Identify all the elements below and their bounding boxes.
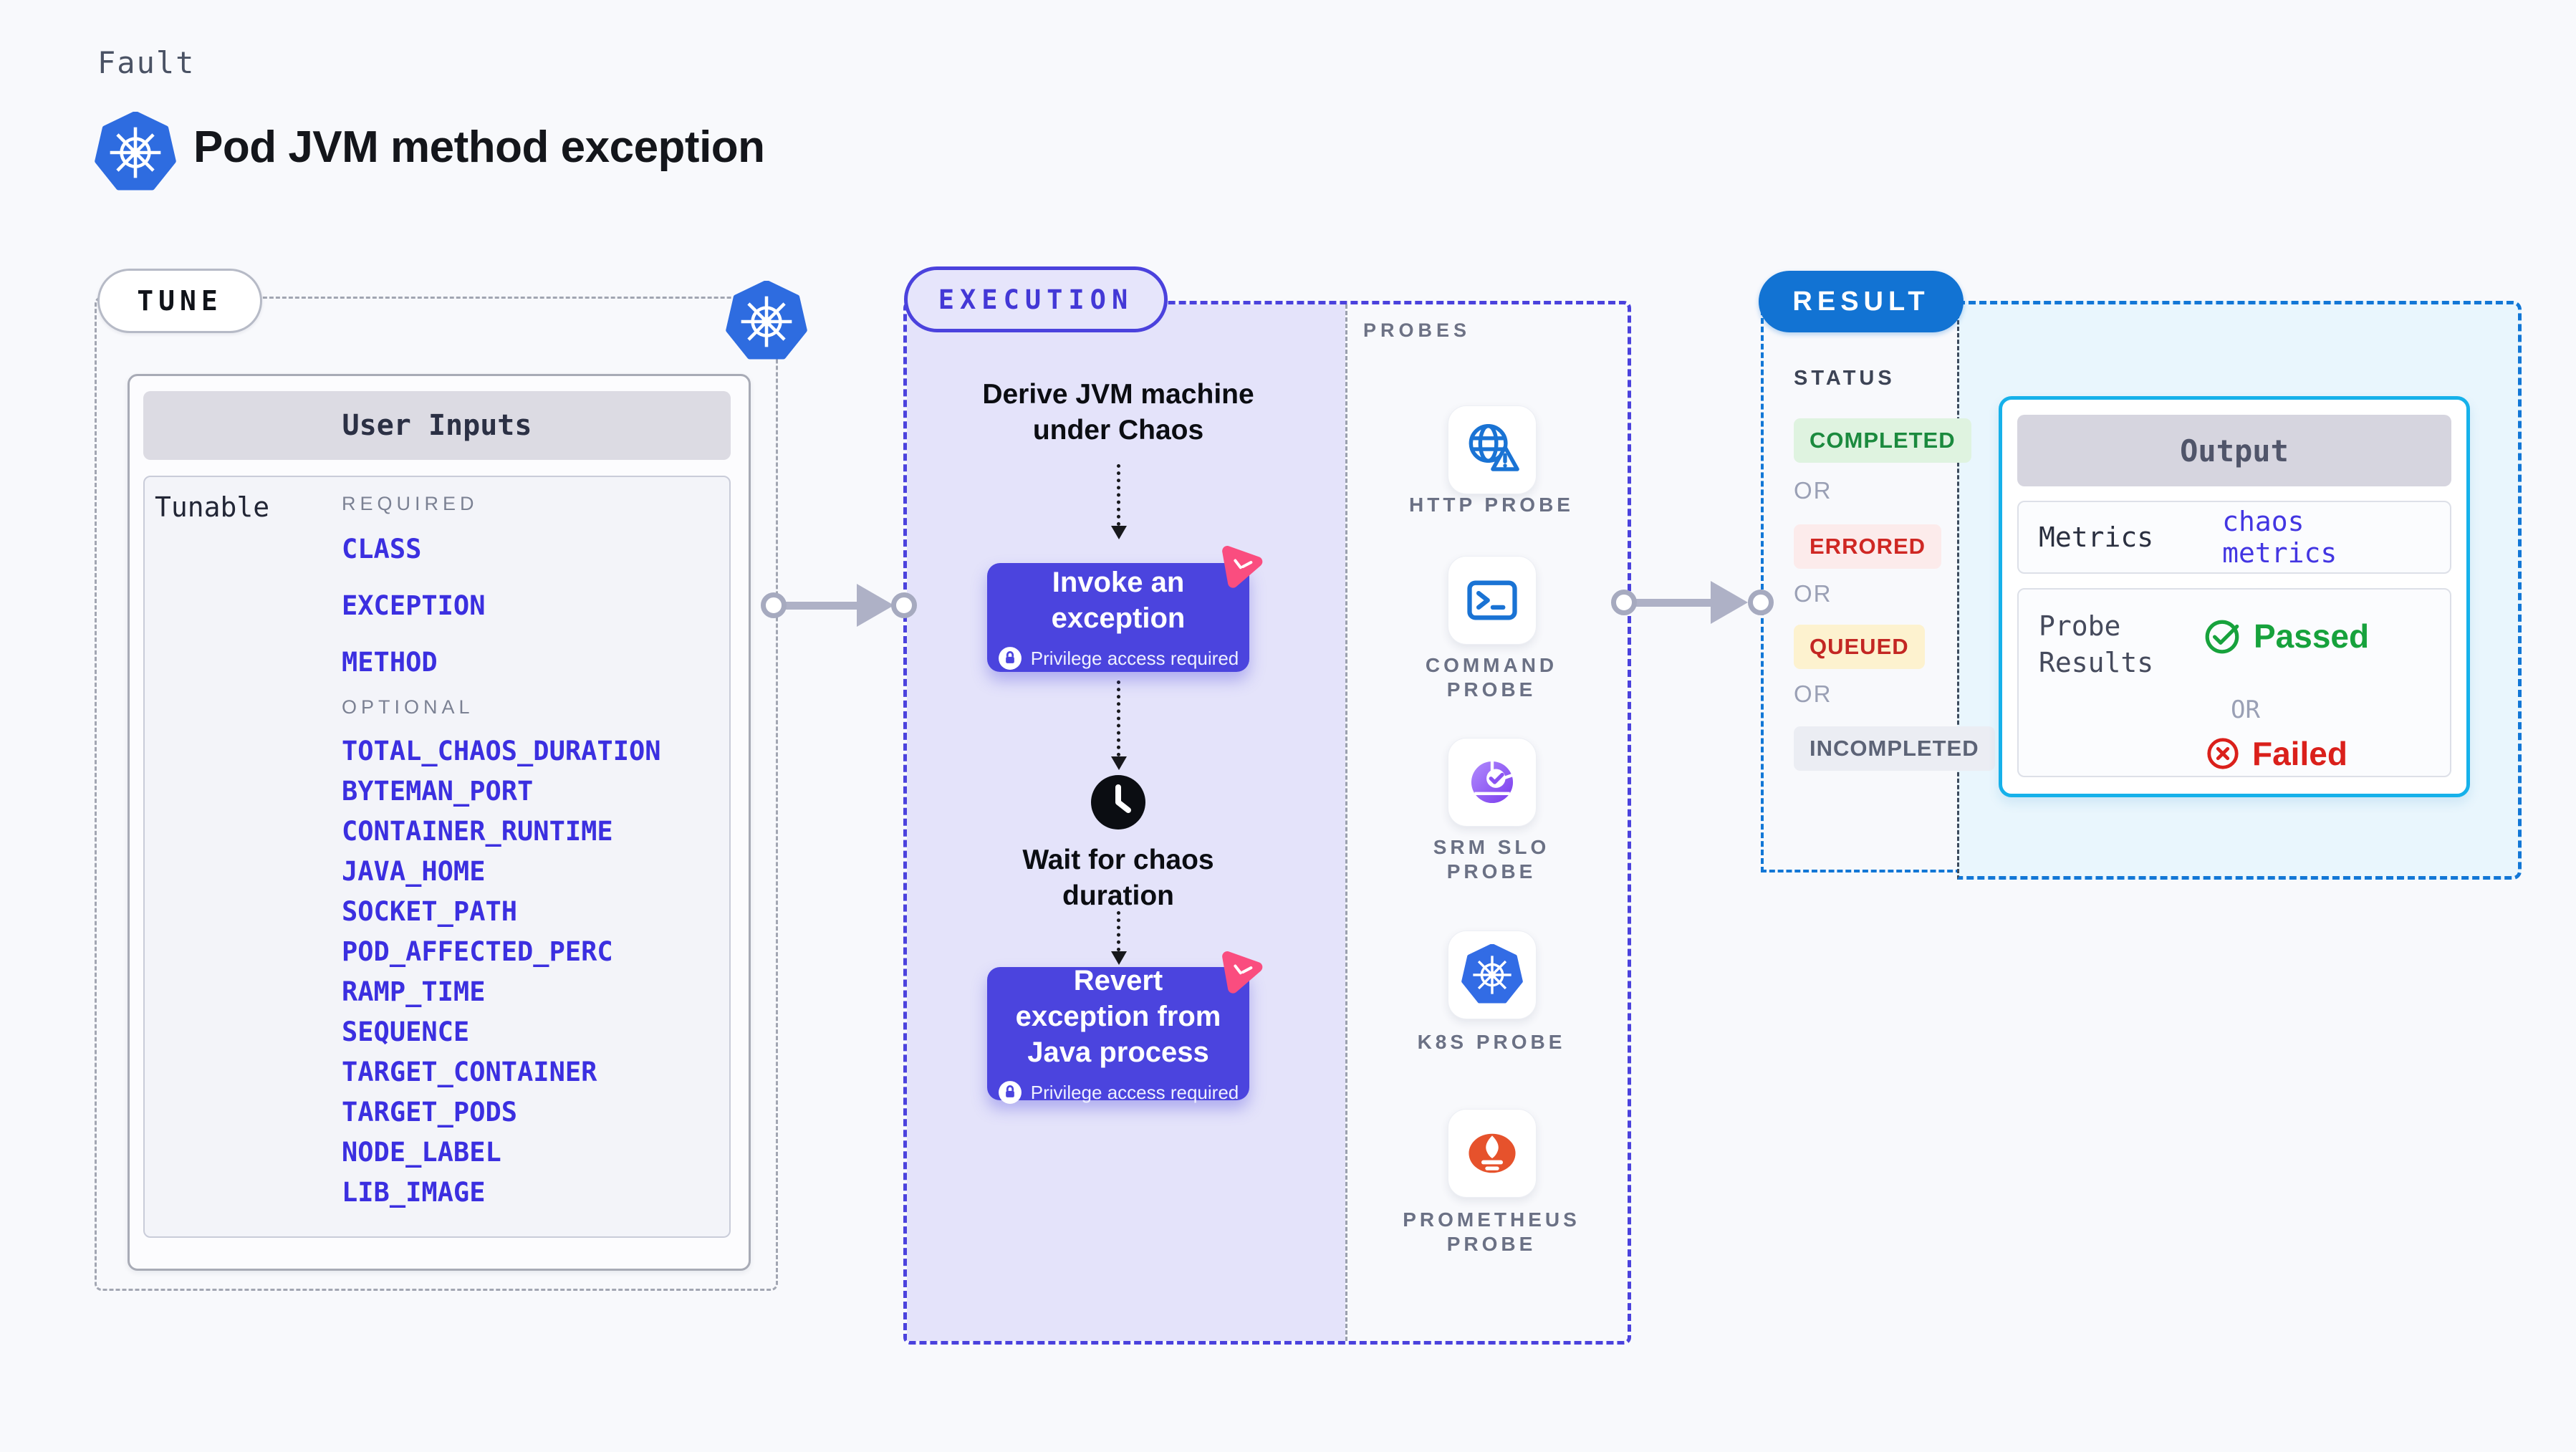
arrowhead-icon	[857, 584, 894, 627]
tunables-panel	[143, 476, 731, 1238]
tunable-link[interactable]: NODE_LABEL	[342, 1137, 501, 1168]
kubernetes-icon	[1461, 944, 1523, 1004]
status-badge-errored: ERRORED	[1794, 524, 1942, 569]
output-card: Output Metrics chaos metrics Probe Resul…	[1999, 396, 2470, 797]
check-circle-icon	[2205, 620, 2239, 654]
tunable-link[interactable]: EXCEPTION	[342, 590, 486, 621]
user-inputs-header: User Inputs	[143, 391, 731, 460]
terminal-icon	[1467, 580, 1517, 620]
privilege-note-text: Privilege access required	[1030, 647, 1239, 669]
passed-result: Passed	[2203, 617, 2369, 655]
privilege-note: Privilege access required	[998, 1080, 1239, 1105]
flow-arrowhead-icon	[1111, 756, 1127, 770]
tunable-link[interactable]: TOTAL_CHAOS_DURATION	[342, 736, 661, 766]
lock-icon	[998, 647, 1022, 670]
or-separator: OR	[1794, 477, 1832, 504]
tunable-link[interactable]: JAVA_HOME	[342, 856, 486, 887]
tunable-link[interactable]: POD_AFFECTED_PERC	[342, 936, 613, 967]
probe-label: SRM SLO PROBE	[1433, 836, 1550, 883]
status-badge-incompleted: INCOMPLETED	[1794, 726, 1995, 771]
metrics-row: Metrics chaos metrics	[2017, 501, 2451, 574]
or-separator: OR	[1794, 681, 1832, 707]
optional-label: OPTIONAL	[342, 696, 474, 718]
tunable-link[interactable]: TARGET_PODS	[342, 1097, 518, 1128]
tunable-link[interactable]: BYTEMAN_PORT	[342, 776, 534, 807]
connector-dot	[761, 592, 787, 618]
connector-dot	[891, 592, 917, 618]
k8s-probe-card	[1448, 931, 1537, 1019]
probe-results-row: Probe Results Passed OR Failed	[2017, 588, 2451, 777]
lock-icon	[998, 1081, 1022, 1104]
litmus-chaos-icon	[1208, 940, 1271, 1003]
status-badge-queued: QUEUED	[1794, 625, 1925, 669]
passed-text: Passed	[2254, 617, 2370, 655]
arrowhead-icon	[1711, 581, 1748, 624]
tunable-link[interactable]: CONTAINER_RUNTIME	[342, 816, 613, 847]
invoke-exception-label: Invoke an exception	[1051, 567, 1186, 634]
slo-gauge-icon	[1471, 759, 1514, 804]
fault-eyebrow: Fault	[97, 45, 196, 80]
tune-kubernetes-icon	[726, 279, 807, 362]
tune-pill: TUNE	[97, 269, 262, 333]
probes-panel	[1345, 304, 1628, 1341]
arrow-execution-to-result	[1630, 599, 1716, 607]
execution-pill: EXECUTION	[904, 266, 1168, 332]
or-separator: OR	[2231, 696, 2260, 724]
tunable-link[interactable]: LIB_IMAGE	[342, 1177, 486, 1208]
tunable-link[interactable]: TARGET_CONTAINER	[342, 1057, 597, 1087]
probe-label: COMMAND PROBE	[1425, 654, 1558, 701]
tunable-link[interactable]: SEQUENCE	[342, 1016, 470, 1047]
probe-label: K8S PROBE	[1417, 1031, 1566, 1053]
metrics-value: chaos metrics	[2222, 506, 2337, 569]
flow-connector	[1117, 464, 1120, 526]
result-pill: RESULT	[1759, 271, 1964, 332]
litmus-chaos-icon	[1208, 534, 1271, 597]
probe-label: HTTP PROBE	[1409, 494, 1574, 516]
tunable-link[interactable]: RAMP_TIME	[342, 976, 486, 1007]
arrow-tune-to-execution	[777, 602, 863, 610]
status-badge-completed: COMPLETED	[1794, 418, 1971, 463]
http-probe-card	[1448, 405, 1537, 494]
failed-text: Failed	[2252, 735, 2347, 772]
flow-arrowhead-icon	[1111, 951, 1127, 965]
required-label: REQUIRED	[342, 493, 479, 514]
required-tunables-list: CLASS EXCEPTION METHOD	[342, 536, 485, 706]
tunable-link[interactable]: METHOD	[342, 647, 438, 678]
probe-results-label: Probe Results	[2039, 610, 2154, 679]
flow-arrowhead-icon	[1111, 526, 1127, 539]
prometheus-flame-icon	[1469, 1133, 1516, 1173]
command-probe-card	[1448, 556, 1537, 645]
tunable-link[interactable]: SOCKET_PATH	[342, 896, 518, 927]
metrics-label: Metrics	[2039, 521, 2154, 553]
invoke-exception-node: Invoke an exception Privilege access req…	[987, 563, 1249, 672]
privilege-note-text: Privilege access required	[1030, 1081, 1239, 1103]
revert-exception-label: Revert exception from Java process	[1015, 965, 1221, 1068]
step-derive-text: Derive JVM machine under Chaos	[982, 379, 1254, 446]
optional-tunables-list: TOTAL_CHAOS_DURATION BYTEMAN_PORT CONTAINE…	[342, 738, 661, 1219]
status-column	[1761, 301, 1961, 872]
x-circle-icon	[2207, 738, 2239, 769]
tune-section	[95, 297, 778, 1291]
privilege-note: Privilege access required	[998, 646, 1239, 670]
status-label: STATUS	[1794, 367, 1895, 390]
failed-result: Failed	[2205, 734, 2347, 773]
or-separator: OR	[1794, 580, 1832, 607]
revert-exception-node: Revert exception from Java process Privi…	[987, 965, 1249, 1104]
tunable-label: Tunable	[155, 491, 270, 523]
probe-label: PROMETHEUS PROBE	[1403, 1208, 1580, 1255]
tunable-link[interactable]: CLASS	[342, 534, 422, 564]
kubernetes-icon	[95, 110, 176, 193]
srm-slo-probe-card	[1448, 738, 1537, 827]
connector-dot	[1748, 590, 1774, 615]
output-header: Output	[2017, 415, 2451, 486]
flow-connector	[1117, 681, 1120, 756]
probes-label: PROBES	[1363, 319, 1471, 341]
step-wait-text: Wait for chaos duration	[1022, 845, 1214, 911]
connector-dot	[1611, 590, 1637, 615]
clock-icon	[1091, 775, 1145, 830]
prometheus-probe-card	[1448, 1109, 1537, 1198]
globe-warning-icon	[1469, 424, 1519, 471]
page-title: Pod JVM method exception	[193, 122, 765, 172]
flow-connector	[1117, 911, 1120, 951]
